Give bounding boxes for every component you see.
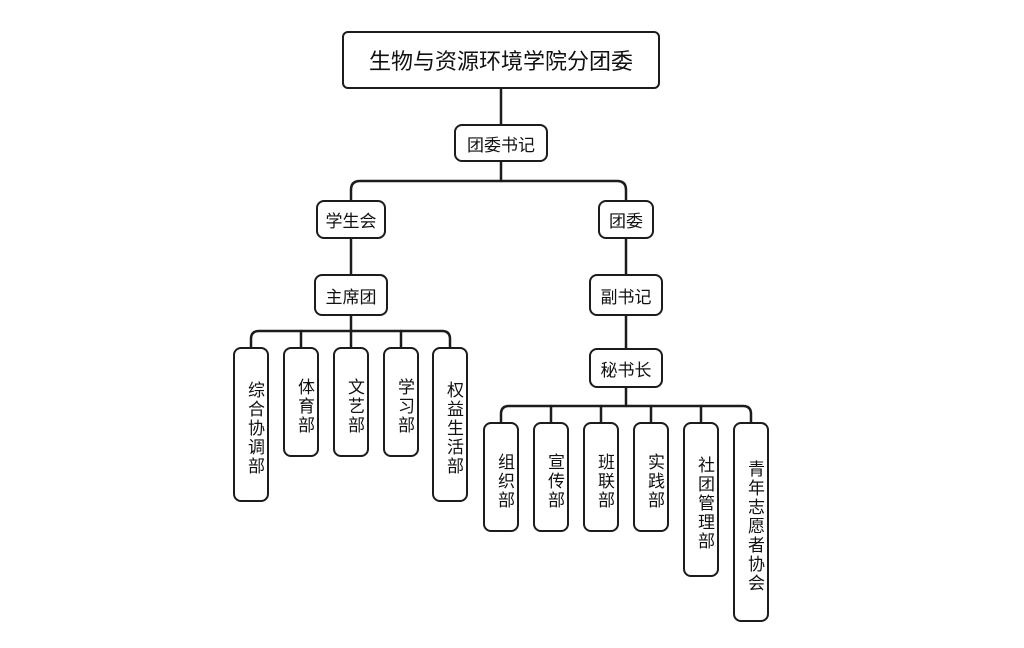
su-dept-arts: 文艺部 — [333, 347, 369, 457]
org-title: 生物与资源环境学院分团委 — [342, 31, 660, 89]
su-dept-sports: 体育部 — [283, 347, 319, 457]
league-box: 团委 — [598, 200, 654, 239]
student-union-box: 学生会 — [316, 200, 386, 239]
league-dept-organization: 组织部 — [483, 422, 519, 532]
league-dept-volunteers: 青年志愿者协会 — [733, 422, 769, 622]
presidium-box: 主席团 — [314, 274, 388, 316]
deputy-secretary-box: 副书记 — [589, 274, 663, 316]
league-dept-class-union: 班联部 — [583, 422, 619, 532]
secretary-box: 团委书记 — [454, 124, 548, 162]
league-dept-clubs: 社团管理部 — [683, 422, 719, 577]
league-dept-practice: 实践部 — [633, 422, 669, 532]
su-dept-study: 学习部 — [383, 347, 419, 457]
su-dept-welfare: 权益生活部 — [432, 347, 468, 502]
secretary-general-box: 秘书长 — [589, 348, 663, 388]
league-dept-publicity: 宣传部 — [533, 422, 569, 532]
su-dept-coordination: 综合协调部 — [233, 347, 269, 502]
